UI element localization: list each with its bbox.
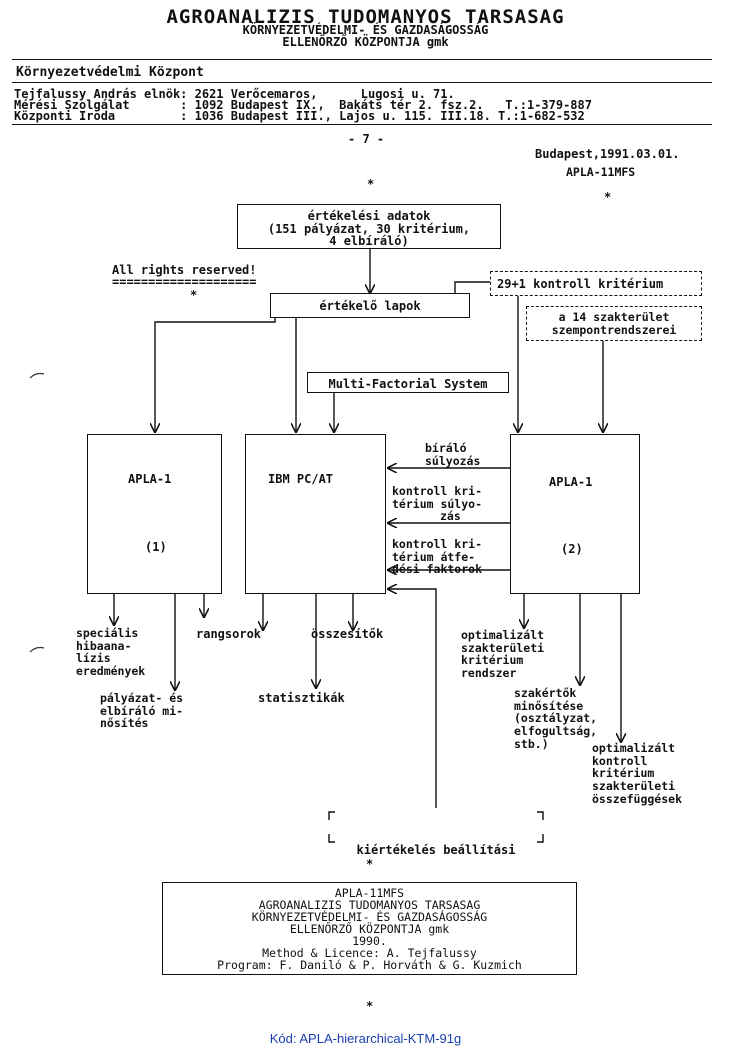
document-date: Budapest,1991.03.01. (535, 147, 680, 161)
address-label: Központi Iroda : (14, 109, 188, 123)
output-line: stb.) (514, 736, 549, 751)
output-line: szakterületi (461, 640, 545, 655)
output-line: kontroll (592, 753, 648, 768)
credits-line: AGROANALIZIS TUDOMANYOS TARSASAG (258, 898, 481, 913)
output-line: szakértők (514, 686, 577, 700)
rights-underline: ==================== (112, 275, 257, 289)
output-line: optimalizált (592, 741, 676, 755)
address-row: Mérési Szolgálat : 1092 Budapest IX., Ba… (14, 99, 592, 111)
output-line: hibaana- (76, 638, 132, 653)
address-value: 1036 Budapest III., Lajos u. 115. III.18… (194, 109, 585, 123)
address-row: Tejfalussy András elnök: 2621 Verőcemaro… (14, 88, 455, 100)
evaluation-data-line: (151 pályázat, 30 kritérium, (267, 221, 471, 236)
separator-star: * (366, 857, 374, 871)
org-title: AGROANALIZIS TUDOMANYOS TARSASAG (166, 6, 565, 28)
address-row: Központi Iroda : 1036 Budapest III., Laj… (14, 110, 585, 122)
settings-programs-box: kiértékelés beállítási programok (327, 810, 545, 898)
settings-brackets (328, 811, 544, 843)
header-rule-bottom (12, 124, 712, 125)
evaluation-data-title: értékelési adatok (307, 209, 431, 223)
apla1-right-box: APLA-1 (2) (510, 434, 640, 594)
address-label: Mérési Szolgálat : (14, 98, 188, 112)
credits-line: ELLENŐRZŐ KÖZPONTJA gmk (289, 922, 450, 937)
address-label: Tejfalussy András elnök: (14, 87, 188, 101)
address-value: 2621 Verőcemaros, Lugosi u. 71. (194, 87, 455, 101)
weighting-line: bíráló (425, 441, 467, 455)
output-line: pályázat- és (100, 691, 184, 705)
ibm-pc-box: IBM PC/AT (245, 434, 386, 594)
credits-box: APLA-11MFS AGROANALIZIS TUDOMANYOS TARSA… (162, 882, 577, 975)
expert-areas-line: a 14 szakterület (558, 310, 670, 324)
output-line: optimalizált (461, 628, 545, 642)
apla1-left-number: (1) (145, 540, 167, 554)
output-line: kritérium (592, 766, 655, 781)
separator-star: * (367, 177, 375, 191)
control-weighting-line: kontroll kri- (392, 484, 483, 498)
output-line: szakterületi (592, 778, 676, 793)
separator-star: * (190, 288, 198, 302)
multi-factorial-system-box: Multi-Factorial System (307, 372, 509, 393)
apla1-left-box: APLA-1 (1) (87, 434, 222, 594)
control-criteria-label: 29+1 kontroll kritérium (497, 277, 664, 291)
output-line: minősítése (514, 698, 584, 713)
apla1-right-name: APLA-1 (549, 475, 593, 489)
separator-star: * (366, 999, 374, 1013)
document-code-caption: Kód: APLA-hierarchical-KTM-91g (269, 1031, 462, 1046)
overlap-factors-label: kontroll kri-térium átfe-dési faktorok (392, 538, 482, 576)
separator-star: * (604, 190, 612, 204)
output-line: elfogultság, (514, 723, 598, 738)
output-line: összefüggések (592, 791, 683, 806)
summaries-output: összesítők (311, 627, 384, 641)
evaluation-data-box: értékelési adatok (151 pályázat, 30 krit… (237, 204, 501, 249)
org-subtitle-2: ELLENŐRZŐ KÖZPONTJA gmk (282, 35, 449, 49)
credits-line: APLA-11MFS (334, 886, 405, 900)
overlap-factors-line: térium átfe- (392, 549, 476, 564)
control-weighting-line: zás (440, 509, 461, 524)
credits-line: KÖRNYEZETVÉDELMI- ÉS GAZDASÁGOSSÁG (251, 910, 488, 925)
weighting-line: súlyozás (425, 453, 481, 468)
settings-programs-line: kiértékelés beállítási (356, 842, 516, 857)
credits-line: Method & Licence: A. Tejfalussy (262, 946, 477, 961)
header-rule-mid (12, 82, 712, 83)
output-line: nősítés (100, 716, 149, 731)
multi-factorial-system-label: Multi-Factorial System (328, 377, 488, 391)
control-criteria-box: 29+1 kontroll kritérium (490, 271, 702, 296)
control-weighting-label: kontroll kri-térium súlyo-zás (392, 485, 482, 523)
evaluation-data-line: 4 elbíráló) (329, 234, 409, 249)
center-name: Környezetvédelmi Központ (16, 65, 204, 80)
address-value: 1092 Budapest IX., Bakáts tér 2. fsz.2. … (194, 98, 592, 112)
rights-notice: All rights reserved! (112, 263, 257, 277)
page-number: - 7 - (348, 132, 385, 146)
output-line: lízis (76, 651, 111, 666)
apla1-right-number: (2) (561, 542, 583, 556)
evaluation-sheets-box: értékelő lapok (270, 293, 470, 318)
output-line: elbíráló mi- (100, 703, 184, 718)
credits-line: Program: F. Daniló & P. Horváth & G. Kuz… (217, 958, 522, 973)
expert-areas-box: a 14 szakterület szempontrendszerei (526, 306, 702, 341)
evaluation-sheets-label: értékelő lapok (319, 299, 421, 313)
output-line: kritérium (461, 653, 524, 668)
ibm-pc-label: IBM PC/AT (268, 472, 334, 486)
control-weighting-line: térium súlyo- (392, 496, 483, 511)
output-line: (osztályzat, (514, 711, 598, 726)
overlap-factors-line: dési faktorok (392, 562, 483, 577)
expert-areas-line: szempontrendszerei (551, 323, 677, 338)
statistics-output: statisztikák (258, 691, 345, 705)
output-line: eredmények (76, 663, 146, 678)
overlap-factors-line: kontroll kri- (392, 537, 483, 551)
apla1-left-name: APLA-1 (128, 472, 172, 486)
org-subtitle-1: KÖRNYEZETVÉDELMI- ÉS GAZDASÁGOSSÁG (242, 23, 489, 37)
output-line: rendszer (461, 665, 517, 680)
document-code: APLA-11MFS (566, 165, 636, 179)
credits-line: 1990. (352, 934, 387, 949)
output-line: speciális (76, 626, 139, 640)
rankings-output: rangsorok (196, 627, 262, 641)
header-rule-top (12, 59, 712, 60)
